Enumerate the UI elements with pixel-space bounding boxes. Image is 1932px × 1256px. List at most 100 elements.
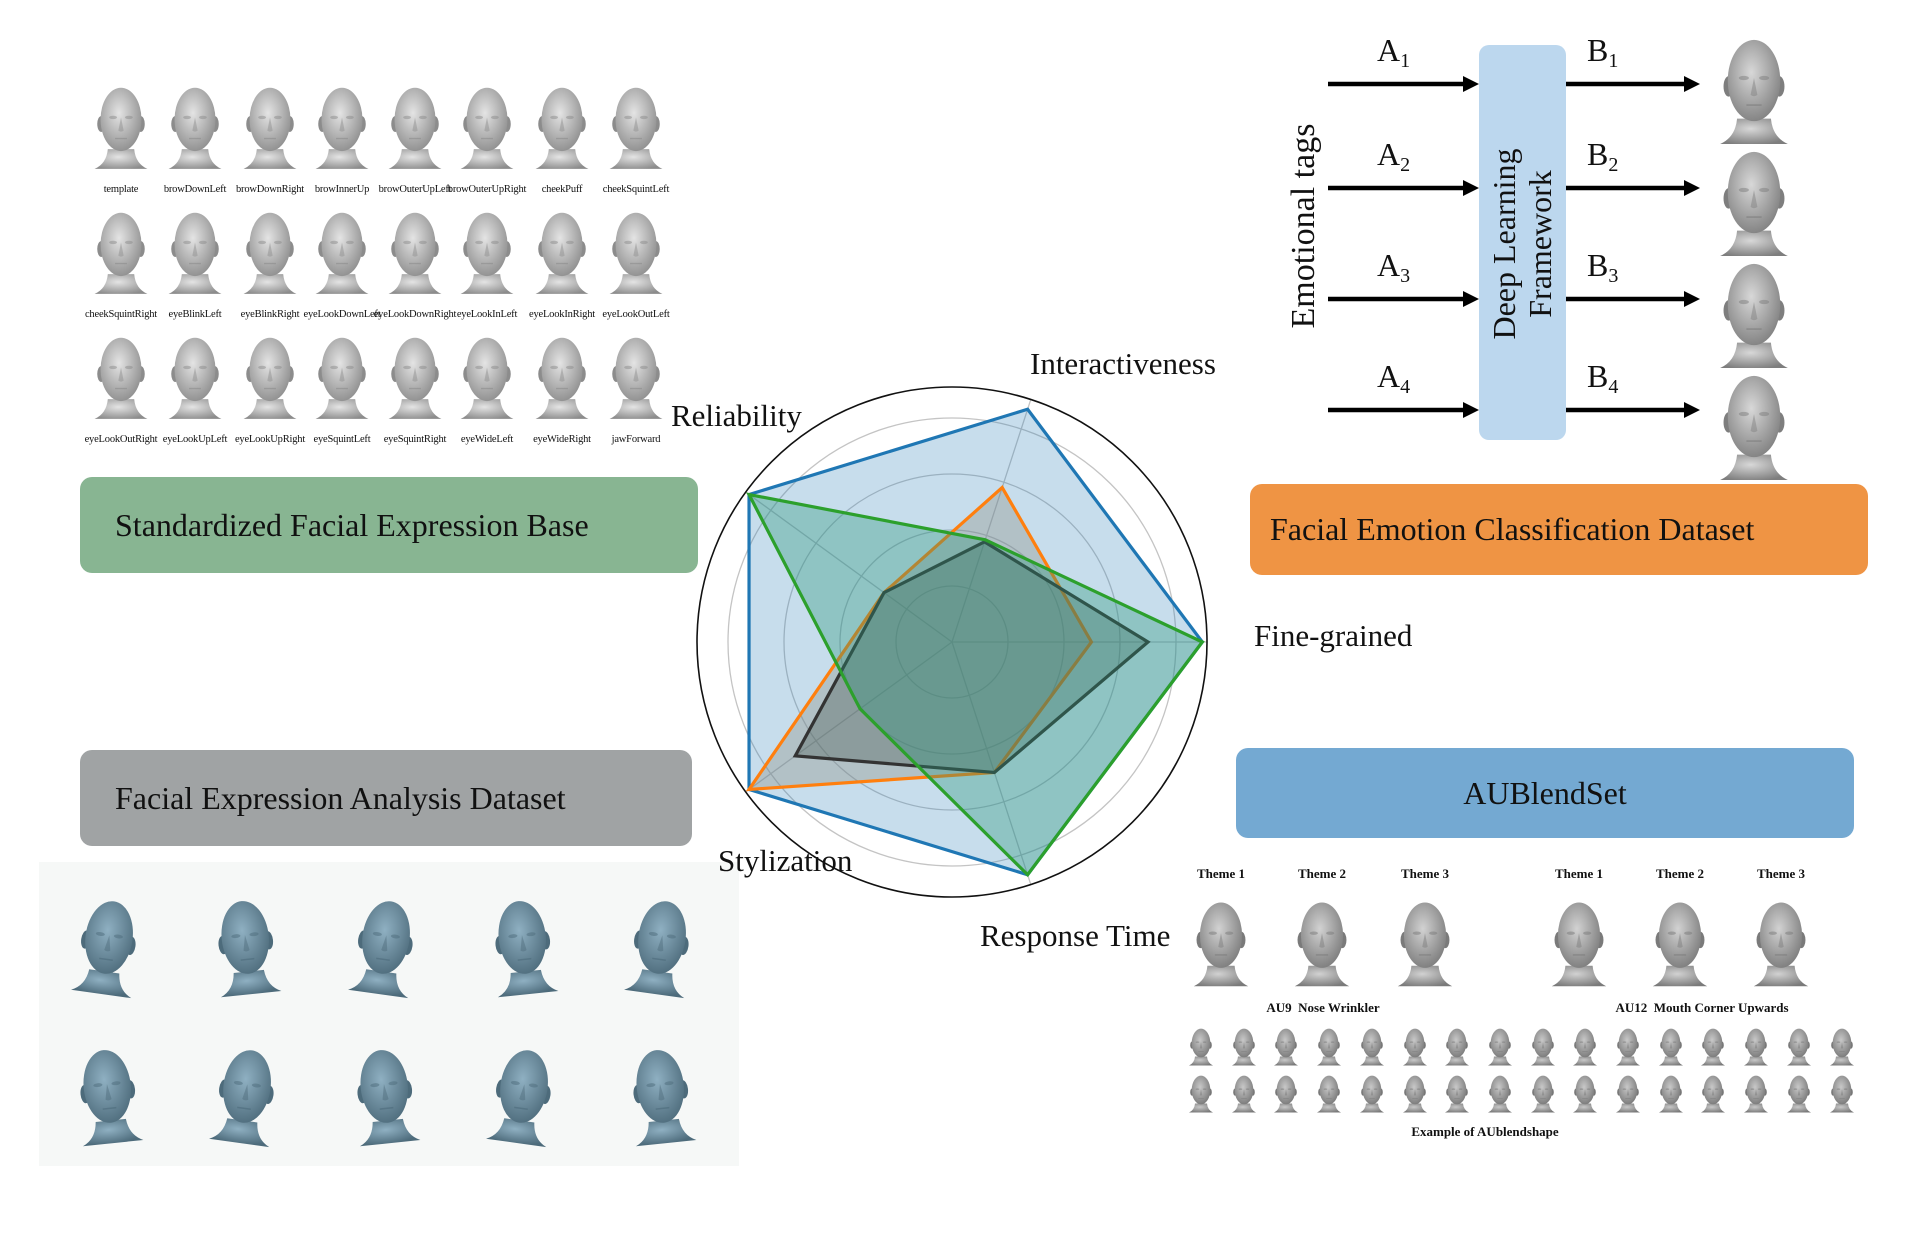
blendshape-cell: template: [84, 75, 158, 195]
label-subscript: 2: [1400, 154, 1411, 176]
blendshape-label: eyeWideLeft: [460, 434, 514, 445]
axis-label-stylization: Stylization: [718, 843, 853, 878]
aublendshape-thumbnail: [1271, 1025, 1301, 1072]
face-image: [233, 200, 307, 307]
aublendshape-thumbnail: [1229, 1072, 1259, 1119]
blendshape-label: eyeLookUpLeft: [162, 434, 228, 445]
deep-learning-framework-label: Deep Learning Framework: [1486, 148, 1558, 339]
output-label: B4: [1587, 358, 1618, 399]
aublendshape-thumbnail: [1570, 1072, 1600, 1119]
aublendshape-thumbnail: [1528, 1072, 1558, 1119]
label-subscript: 4: [1400, 376, 1411, 398]
box-label: Standardized Facial Expression Base: [115, 506, 589, 543]
input-label: A4: [1377, 358, 1410, 399]
aublendshape-thumbnail: [1741, 1025, 1771, 1072]
blendshape-cell: eyeBlinkRight: [233, 200, 307, 320]
aublendshape-thumbnail: [1698, 1072, 1728, 1119]
blendshape-cell: browInnerUp: [305, 75, 379, 195]
face-image: [450, 200, 524, 307]
axis-label-response-time: Response Time: [980, 918, 1171, 953]
framework-arrows: [1328, 76, 1700, 418]
label-subscript: 3: [1400, 265, 1411, 287]
blendshape-cell: eyeLookUpRight: [233, 325, 307, 445]
theme-face-image: [1288, 893, 1356, 996]
face-image: [158, 200, 232, 307]
blendshape-label: eyeLookInRight: [528, 309, 596, 320]
label-subscript: 3: [1608, 265, 1619, 287]
arrow-head-icon: [1463, 402, 1479, 418]
blendshape-cell: eyeLookUpLeft: [158, 325, 232, 445]
face-image: [599, 75, 673, 182]
face-image: [233, 325, 307, 432]
theme-label: Theme 1: [1554, 866, 1604, 881]
face-image: [450, 325, 524, 432]
label-subscript: 1: [1608, 50, 1619, 72]
blendshape-label: eyeLookUpRight: [234, 434, 306, 445]
blendshape-cell: browOuterUpRight: [448, 75, 526, 195]
head-model-image: [347, 883, 423, 1012]
arrow-head-icon: [1684, 180, 1700, 196]
head-model-image: [70, 1032, 146, 1161]
expression-analysis-box: Facial Expression Analysis Dataset: [80, 750, 692, 846]
label-subscript: 2: [1608, 154, 1619, 176]
face-image: [305, 75, 379, 182]
aublendshape-thumbnail: [1400, 1025, 1430, 1072]
axis-spoke: [951, 399, 1032, 643]
au9-label: AU9 Nose Wrinkler: [1266, 1000, 1380, 1015]
blendshape-cell: eyeLookDownRight: [374, 200, 456, 320]
label-letter: A: [1377, 358, 1401, 394]
blendshape-label: eyeLookDownRight: [373, 309, 457, 320]
blendshape-label: cheekSquintRight: [84, 309, 158, 320]
radar-series-standardized-facial-expression-base: [746, 492, 1205, 878]
emotion-face-image: [1704, 146, 1804, 261]
theme-face-image: [1545, 893, 1613, 996]
label-letter: B: [1587, 32, 1609, 68]
blendshape-cell: cheekSquintRight: [84, 200, 158, 320]
label-subscript: 1: [1400, 50, 1411, 72]
framework-line-2: Framework: [1522, 170, 1558, 318]
input-label: A1: [1377, 32, 1410, 73]
blendshape-label: eyeWideRight: [533, 434, 591, 445]
aublendshape-thumbnail: [1400, 1072, 1430, 1119]
emotion-face-image: [1704, 258, 1804, 373]
aublendshape-thumbnail: [1314, 1025, 1344, 1072]
theme-label: Theme 3: [1400, 866, 1450, 881]
blendshape-label: eyeLookDownLeft: [303, 309, 381, 320]
head-model-image: [485, 1032, 561, 1161]
blendshape-label: jawForward: [611, 434, 661, 445]
blendshape-label: browDownLeft: [163, 184, 227, 195]
blendshape-cell: eyeLookOutRight: [84, 325, 158, 445]
blendshape-label: eyeSquintLeft: [313, 434, 371, 445]
arrow-head-icon: [1684, 402, 1700, 418]
blendshape-cell: jawForward: [599, 325, 673, 445]
aublendshape-thumbnail: [1827, 1072, 1857, 1119]
axis-label-fine-grained: Fine-grained: [1254, 618, 1413, 653]
blendshape-label: eyeLookOutRight: [84, 434, 158, 445]
face-image: [378, 325, 452, 432]
label-subscript: 4: [1608, 376, 1619, 398]
output-label: B2: [1587, 136, 1618, 177]
axis-label-reliability: Reliability: [671, 398, 802, 433]
blendshape-cell: eyeLookDownLeft: [304, 200, 381, 320]
face-image: [305, 200, 379, 307]
deep-learning-framework-box: [1479, 45, 1566, 440]
aublendshape-thumbnail: [1357, 1072, 1387, 1119]
blendshape-label: browOuterUpLeft: [378, 184, 452, 195]
head-model-image: [208, 883, 284, 1012]
head-model-image: [70, 883, 146, 1012]
aublendshape-thumbnail: [1741, 1072, 1771, 1119]
aublendshape-thumbnail: [1613, 1072, 1643, 1119]
label-letter: A: [1377, 136, 1401, 172]
aublendshape-thumbnail: [1528, 1025, 1558, 1072]
aublendshape-thumbnail: [1698, 1025, 1728, 1072]
blendshape-cell: cheekPuff: [525, 75, 599, 195]
blendshape-cell: browDownLeft: [158, 75, 232, 195]
outer-circle: [696, 386, 1208, 898]
face-image: [84, 75, 158, 182]
blendshape-label: eyeLookOutLeft: [602, 309, 670, 320]
blendshape-cell: browDownRight: [233, 75, 307, 195]
face-image: [599, 325, 673, 432]
blendshape-cell: browOuterUpLeft: [378, 75, 452, 195]
aublendshape-thumbnail: [1186, 1025, 1216, 1072]
aublendshape-thumbnail: [1186, 1072, 1216, 1119]
